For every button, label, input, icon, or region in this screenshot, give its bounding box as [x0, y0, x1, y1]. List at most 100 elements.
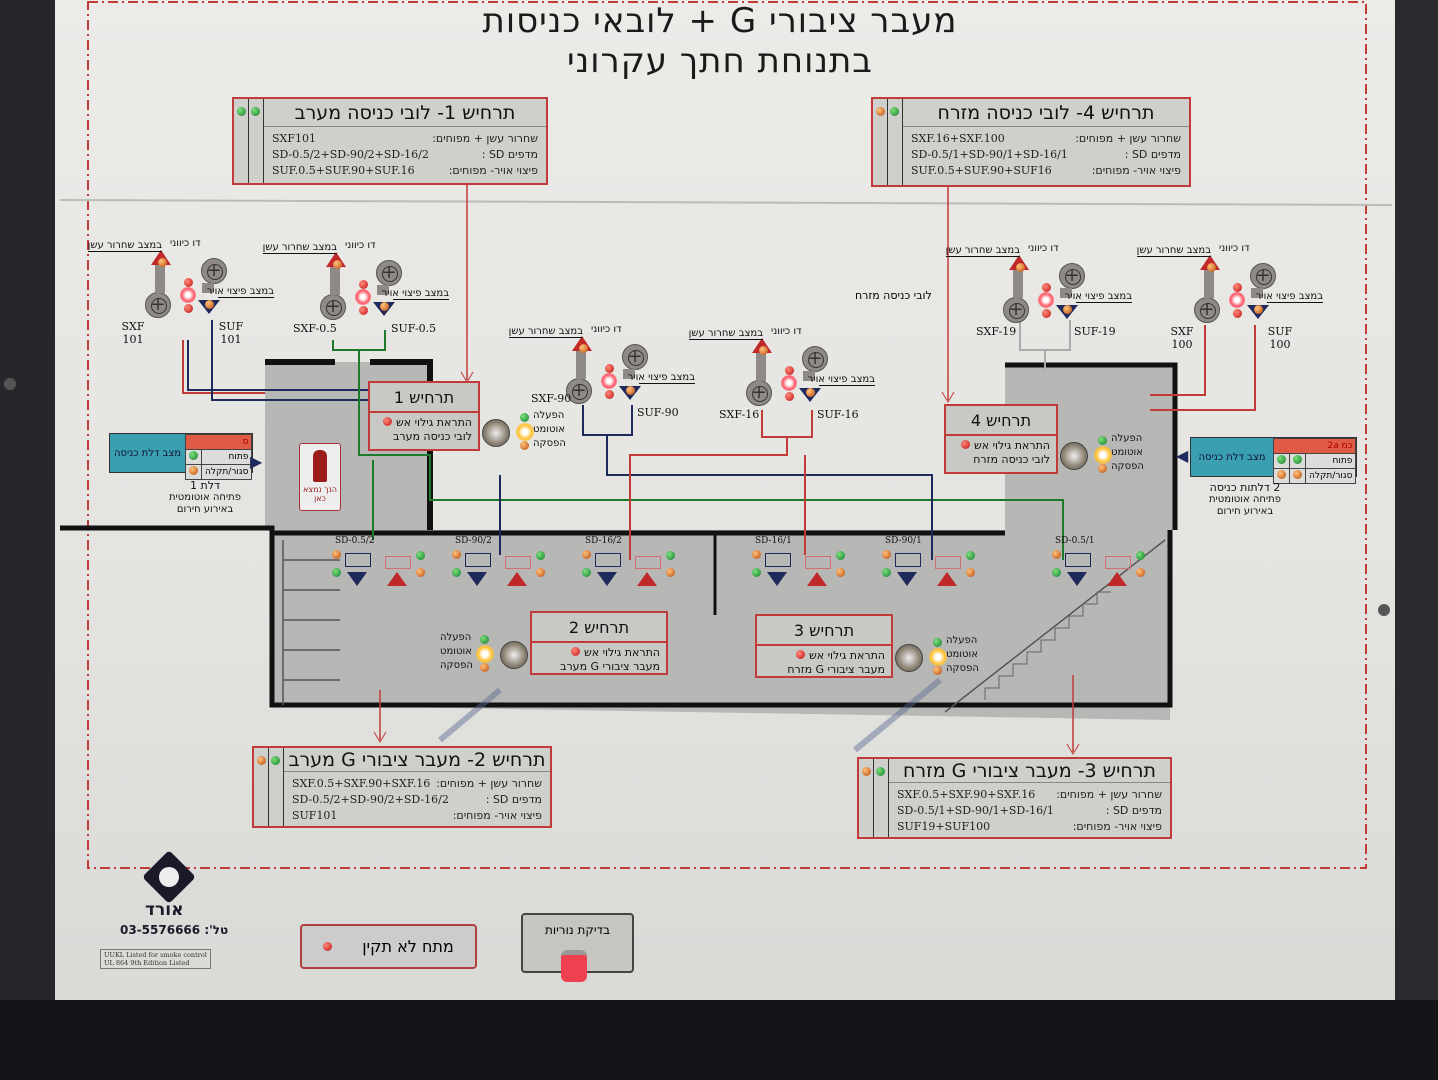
scenario-row: פיצוי אויר- מפוחים:SUF101 [292, 807, 542, 823]
fan-fault-led [601, 373, 617, 389]
door-caption-line: פתיחה אוטומטית [168, 492, 241, 503]
damper-label: SD-0.5/2 [335, 536, 375, 546]
panel-bottom [0, 1000, 1438, 1080]
scenario-status-led [862, 767, 871, 776]
door-open-led [1293, 455, 1302, 464]
fan-fault-led [355, 289, 371, 305]
row-value: SXF.0.5+SXF.90+SXF.16 [897, 787, 1036, 801]
damper-led [882, 550, 891, 559]
switch-state-led [933, 666, 942, 675]
row-label: שחרור עשן + מפוחים: [432, 131, 538, 145]
power-fault-indicator: מתח לא תקין [300, 924, 477, 969]
row-value: SD-0.5/2+SD-90/2+SD-16/2 [272, 147, 429, 161]
supply-arrow-icon [387, 572, 407, 586]
toggle-switch[interactable] [482, 419, 510, 447]
fan-led [359, 306, 368, 315]
scenario-status-led [257, 756, 266, 765]
toggle-switch[interactable] [895, 644, 923, 672]
scenario-status-led [876, 767, 885, 776]
certification-label: UUKL Listed for smoke control UL 864 9th… [100, 949, 211, 969]
exhaust-status-led [759, 346, 768, 355]
building-section [265, 362, 1175, 720]
smoke-mode-label-wrap: במצב שחרור עשן [928, 245, 1020, 257]
damper-led [1136, 568, 1145, 577]
door-caption-line: פתיחה אוטומטית [1208, 494, 1281, 505]
scenario-row: מדפים SD :SD-0.5/2+SD-90/2+SD-16/2 [292, 791, 542, 807]
duct-line [1150, 325, 1256, 411]
damper-led [416, 551, 425, 560]
fan-led [785, 366, 794, 375]
damper-led [836, 568, 845, 577]
door-arrow-icon: ◀ [1176, 446, 1189, 465]
bidirectional-label: דו כיווני [771, 326, 802, 337]
panel-frame-right [1393, 0, 1438, 1080]
smoke-mode-label: במצב שחרור עשן [262, 242, 337, 254]
person-icon [313, 450, 327, 482]
door-open-led [1277, 455, 1286, 464]
damper-led [1136, 551, 1145, 560]
supply-damper-icon [635, 556, 661, 569]
supply-fan-icon [1059, 263, 1085, 289]
smoke-mode-label: במצב שחרור עשן [87, 240, 162, 252]
fire-alarm-led [570, 647, 580, 656]
damper-led [1052, 568, 1061, 577]
scenario-row: פיצוי אויר- מפוחים:SUF.0.5+SUF.90+SUF.16 [272, 162, 538, 178]
zone-label: מעבר ציבורי G מזרח [787, 663, 885, 676]
toggle-switch[interactable] [1060, 442, 1088, 470]
bidirectional-label: דו כיווני [1219, 243, 1250, 254]
air-mode-label: במצב פיצוי אויר [206, 286, 274, 298]
door-closed-led [1277, 470, 1286, 479]
fan-led [184, 304, 193, 313]
door-status-east: מצב דלת כניסה כמ 2a פתוח סגור/תקלה [1190, 437, 1358, 484]
row-label: שחרור עשן + מפוחים: [436, 776, 542, 790]
damper-label: SD-16/2 [585, 536, 622, 546]
fan-fault-led [1229, 292, 1245, 308]
row-value: SUF19+SUF100 [897, 819, 991, 833]
row-value: SD-0.5/1+SD-90/1+SD-16/1 [897, 803, 1054, 817]
smoke-mode-label-wrap: במצב שחרור עשן [491, 326, 583, 338]
scenario-led-columns [234, 99, 264, 183]
screw-icon [4, 378, 16, 390]
door-closed-led [189, 466, 198, 475]
scenario-row: פיצוי אויר- מפוחים:SUF.0.5+SUF.90+SUF16 [911, 162, 1181, 178]
switch-position-label: אוטומט [1111, 447, 1143, 458]
scenario-row: מדפים SD :SD-0.5/2+SD-90/2+SD-16/2 [272, 146, 538, 162]
damper-led [752, 568, 761, 577]
fan-duct [1013, 270, 1023, 298]
fan-duct [623, 369, 635, 379]
fire-alarm-led [960, 440, 970, 449]
suf-fan-label: SUF-0.5 [391, 322, 437, 335]
screw-icon [1378, 604, 1390, 616]
toggle-switch[interactable] [500, 641, 528, 669]
sxf-fan-label: SXF-0.5 [293, 322, 337, 335]
panel-title: מעבר ציבורי G + לובאי כניסות [482, 1, 958, 41]
row-label: מדפים SD : [1105, 803, 1162, 817]
switch-position-label: אוטומט [946, 649, 978, 660]
exhaust-arrow-icon [347, 572, 367, 586]
switch-state-led [520, 413, 529, 422]
row-value: SUF.0.5+SUF.90+SUF.16 [272, 163, 415, 177]
smoke-mode-label-wrap: במצב שחרור עשן [70, 240, 162, 252]
lamp-test-button[interactable] [561, 950, 587, 982]
damper-led [966, 551, 975, 560]
supply-arrow-icon [637, 572, 657, 586]
fan-led [1233, 309, 1242, 318]
smoke-mode-label: במצב שחרור עשן [1136, 245, 1211, 257]
fan-duct [202, 283, 214, 293]
plate-seam [59, 199, 1393, 206]
scenario-status-led [251, 107, 260, 116]
scenario-box-title: תרחיש 3- מעבר ציבורי G מזרח [889, 759, 1170, 783]
exhaust-status-led [1207, 263, 1216, 272]
damper-led [536, 551, 545, 560]
supply-status-led [806, 388, 815, 397]
damper-led [416, 568, 425, 577]
row-label: שחרור עשן + מפוחים: [1075, 131, 1181, 145]
switch-state-led [516, 423, 534, 441]
switch-state-led [520, 441, 529, 450]
duct-line [332, 330, 1064, 560]
